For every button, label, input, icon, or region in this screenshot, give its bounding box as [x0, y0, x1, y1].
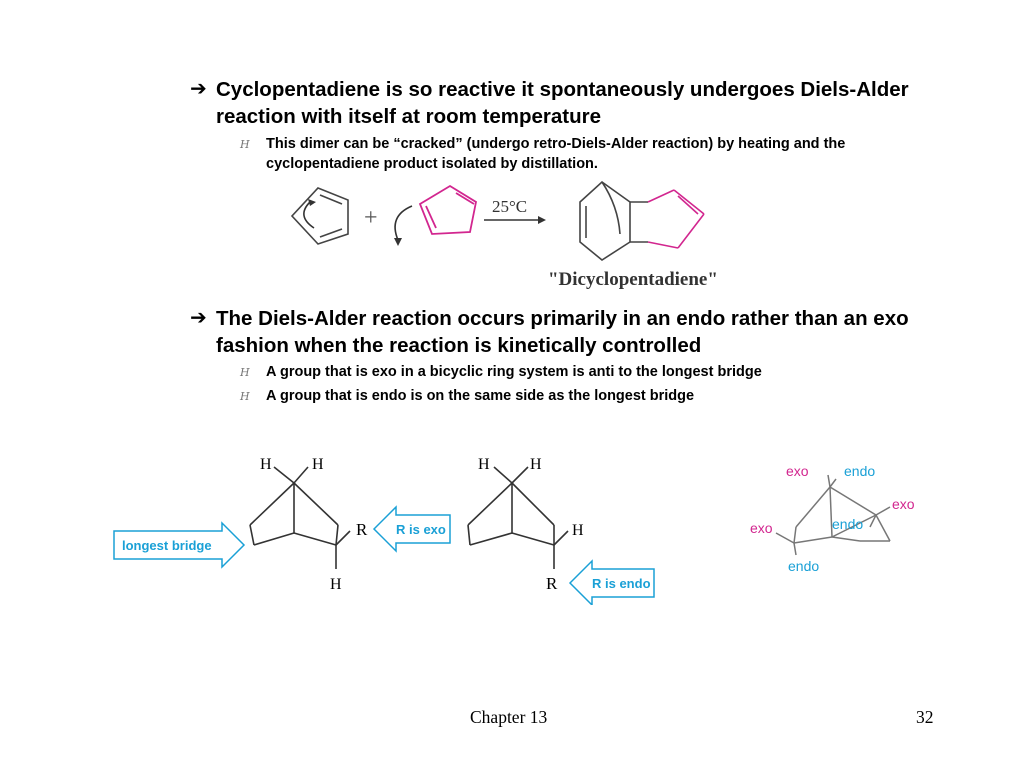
exo-label: exo [750, 520, 773, 536]
subbullet-text: A group that is endo is on the same side… [266, 388, 695, 404]
reaction-arrow-icon [484, 216, 546, 224]
footer-chapter: Chapter 13 [470, 707, 548, 727]
longest-bridge-callout: longest bridge [113, 521, 246, 569]
subbullet-text: This dimer can be “cracked” (undergo ret… [266, 136, 846, 172]
subbullet-exo: H A group that is exo in a bicyclic ring… [240, 362, 930, 382]
atom-h: H [478, 456, 490, 473]
atom-h: H [530, 456, 542, 473]
subbullet-text: A group that is exo in a bicyclic ring s… [266, 364, 762, 380]
subbullet-endo: H A group that is endo is on the same si… [240, 386, 930, 406]
atom-r: R [356, 520, 368, 539]
sub-bullet-icon: H [240, 366, 250, 379]
dimerization-scheme: + 25°C "Dicyclopentadiene" [290, 180, 718, 290]
atom-h: H [312, 456, 324, 473]
sub-bullet-icon: H [240, 390, 250, 403]
atom-h: H [260, 456, 272, 473]
r-exo-callout: R is exo [372, 505, 451, 553]
norbornane-r-endo [467, 466, 569, 569]
sub-bullet-icon: H [240, 138, 250, 151]
dicyclopentadiene-structure [579, 180, 705, 261]
endo-label: endo [844, 463, 875, 479]
longest-bridge-label: longest bridge [122, 538, 212, 553]
r-exo-label: R is exo [396, 522, 446, 537]
bullet-text: The Diels-Alder reaction occurs primaril… [216, 307, 909, 357]
norbornane-exo-endo-labelled [775, 474, 891, 556]
footer-page-number: 32 [916, 707, 934, 727]
arrow-bullet-icon: ➔ [190, 78, 207, 100]
curved-arrow-icon [394, 205, 413, 246]
exo-label: exo [892, 496, 915, 512]
endo-label: endo [832, 516, 863, 532]
reaction-condition: 25°C [492, 197, 527, 216]
r-endo-callout: R is endo [568, 559, 655, 605]
bullet-cyclopentadiene: ➔ Cyclopentadiene is so reactive it spon… [190, 76, 935, 130]
arrow-bullet-icon: ➔ [190, 307, 207, 329]
r-endo-label: R is endo [592, 576, 651, 591]
bullet-endo-exo: ➔ The Diels-Alder reaction occurs primar… [190, 305, 935, 359]
plus-sign: + [364, 205, 378, 231]
atom-r: R [546, 574, 558, 593]
norbornane-r-exo [249, 466, 351, 569]
endo-label: endo [788, 558, 819, 574]
product-label: "Dicyclopentadiene" [548, 269, 718, 290]
subbullet-dimer-cracked: H This dimer can be “cracked” (undergo r… [240, 134, 930, 174]
norbornane-diagrams: longest bridge H H R H R is exo H H [113, 456, 915, 605]
cyclopentadiene-diene [290, 187, 349, 245]
atom-h: H [330, 576, 342, 593]
cyclopentadiene-dienophile [418, 184, 478, 235]
atom-h: H [572, 522, 584, 539]
exo-label: exo [786, 463, 809, 479]
bullet-text: Cyclopentadiene is so reactive it sponta… [216, 78, 909, 128]
